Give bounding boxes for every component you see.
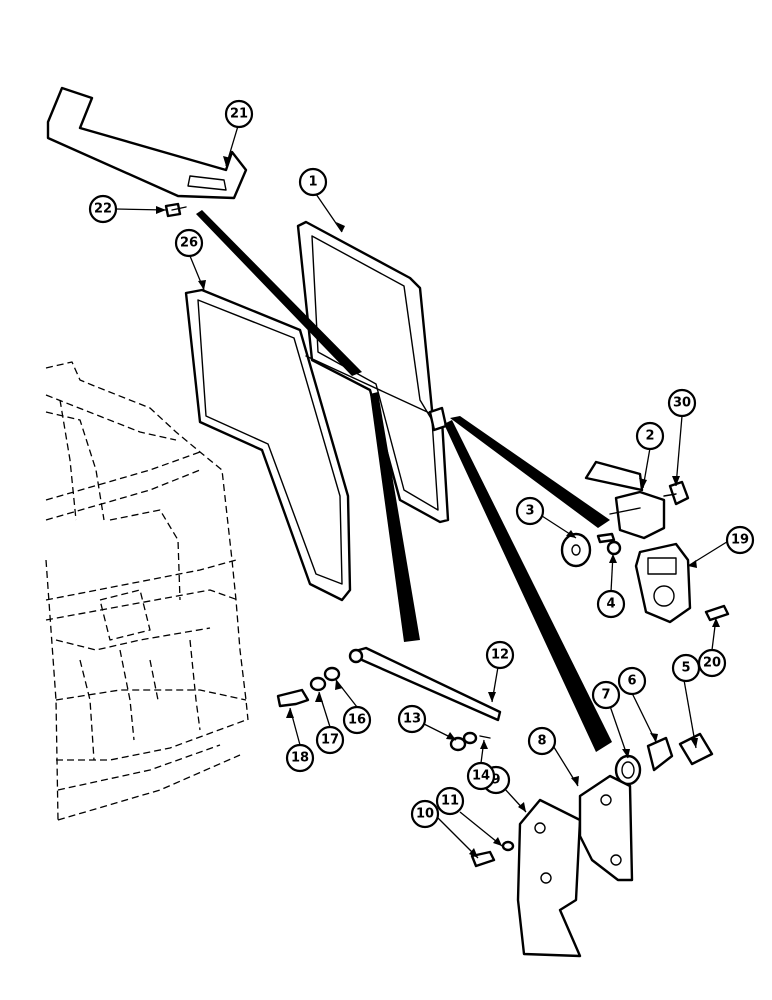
callout-6: 6: [617, 666, 647, 696]
callout-26: 26: [174, 228, 204, 258]
screw-20-part: [704, 604, 730, 622]
clip-part: [479, 735, 491, 739]
callout-label: 9: [491, 773, 500, 788]
callout-label: 12: [491, 648, 509, 663]
callout-30: 30: [667, 388, 697, 418]
door-seal-part: [184, 288, 352, 602]
key-part: [663, 480, 690, 506]
latch-handle-part: [584, 460, 666, 544]
callout-label: 26: [180, 236, 198, 251]
callout-label: 3: [525, 504, 534, 519]
hinge-bracket-8-part: [578, 774, 634, 882]
callout-13: 13: [397, 704, 427, 734]
callout-14: 14: [466, 761, 496, 791]
knob-part: [276, 688, 310, 708]
screw-22-part: [164, 202, 187, 218]
callout-10: 10: [410, 799, 440, 829]
leader-arrowheads: [156, 156, 720, 858]
cab-frame-outline: [45, 361, 249, 821]
spacer-part: [678, 732, 714, 766]
callout-7: 7: [591, 680, 621, 710]
callout-label: 21: [230, 107, 248, 122]
callout-label: 2: [645, 429, 654, 444]
callout-label: 20: [703, 656, 721, 671]
callout-label: 22: [94, 202, 112, 217]
callout-19: 19: [725, 525, 755, 555]
washer-13b-part: [462, 731, 478, 745]
callout-label: 17: [321, 733, 339, 748]
callout-label: 11: [441, 794, 459, 809]
lock-body-part: [634, 542, 692, 624]
callout-16: 16: [342, 705, 372, 735]
callout-21: 21: [224, 99, 254, 129]
bolt-part: [470, 850, 496, 868]
callout-3: 3: [515, 496, 545, 526]
callout-8: 8: [527, 726, 557, 756]
callout-label: 14: [472, 769, 490, 784]
callout-18: 18: [285, 743, 315, 773]
callout-2: 2: [635, 421, 665, 451]
callout-label: 10: [416, 807, 434, 822]
callout-label: 13: [403, 712, 421, 727]
callout-17: 17: [315, 725, 345, 755]
callout-label: 30: [673, 396, 691, 411]
washer-17-part: [309, 676, 327, 692]
callout-label: 5: [681, 661, 690, 676]
escutcheon-part: [560, 532, 592, 568]
callout-label: 7: [601, 688, 610, 703]
callout-label: 4: [606, 597, 615, 612]
callout-label: 19: [731, 533, 749, 548]
callout-label: 8: [537, 734, 546, 749]
washer-11-part: [501, 840, 515, 852]
callout-1: 1: [298, 167, 328, 197]
callout-11: 11: [435, 786, 465, 816]
callout-20: 20: [697, 648, 727, 678]
grab-handle-part: [46, 86, 248, 200]
callout-4: 4: [596, 589, 626, 619]
callout-12: 12: [485, 640, 515, 670]
washer-16-part: [323, 666, 341, 682]
hinge-bracket-9-part: [516, 798, 582, 958]
plate-6-part: [646, 736, 674, 772]
hinge-pin-part: [348, 646, 502, 722]
washer-13a-part: [449, 736, 467, 752]
callout-label: 16: [348, 713, 366, 728]
nut-part: [606, 540, 622, 556]
callout-label: 1: [308, 175, 317, 190]
callout-5: 5: [671, 653, 701, 683]
callout-label: 6: [627, 674, 636, 689]
callout-label: 18: [291, 751, 309, 766]
callout-22: 22: [88, 194, 118, 224]
explosion-leader-bands: [196, 210, 612, 752]
